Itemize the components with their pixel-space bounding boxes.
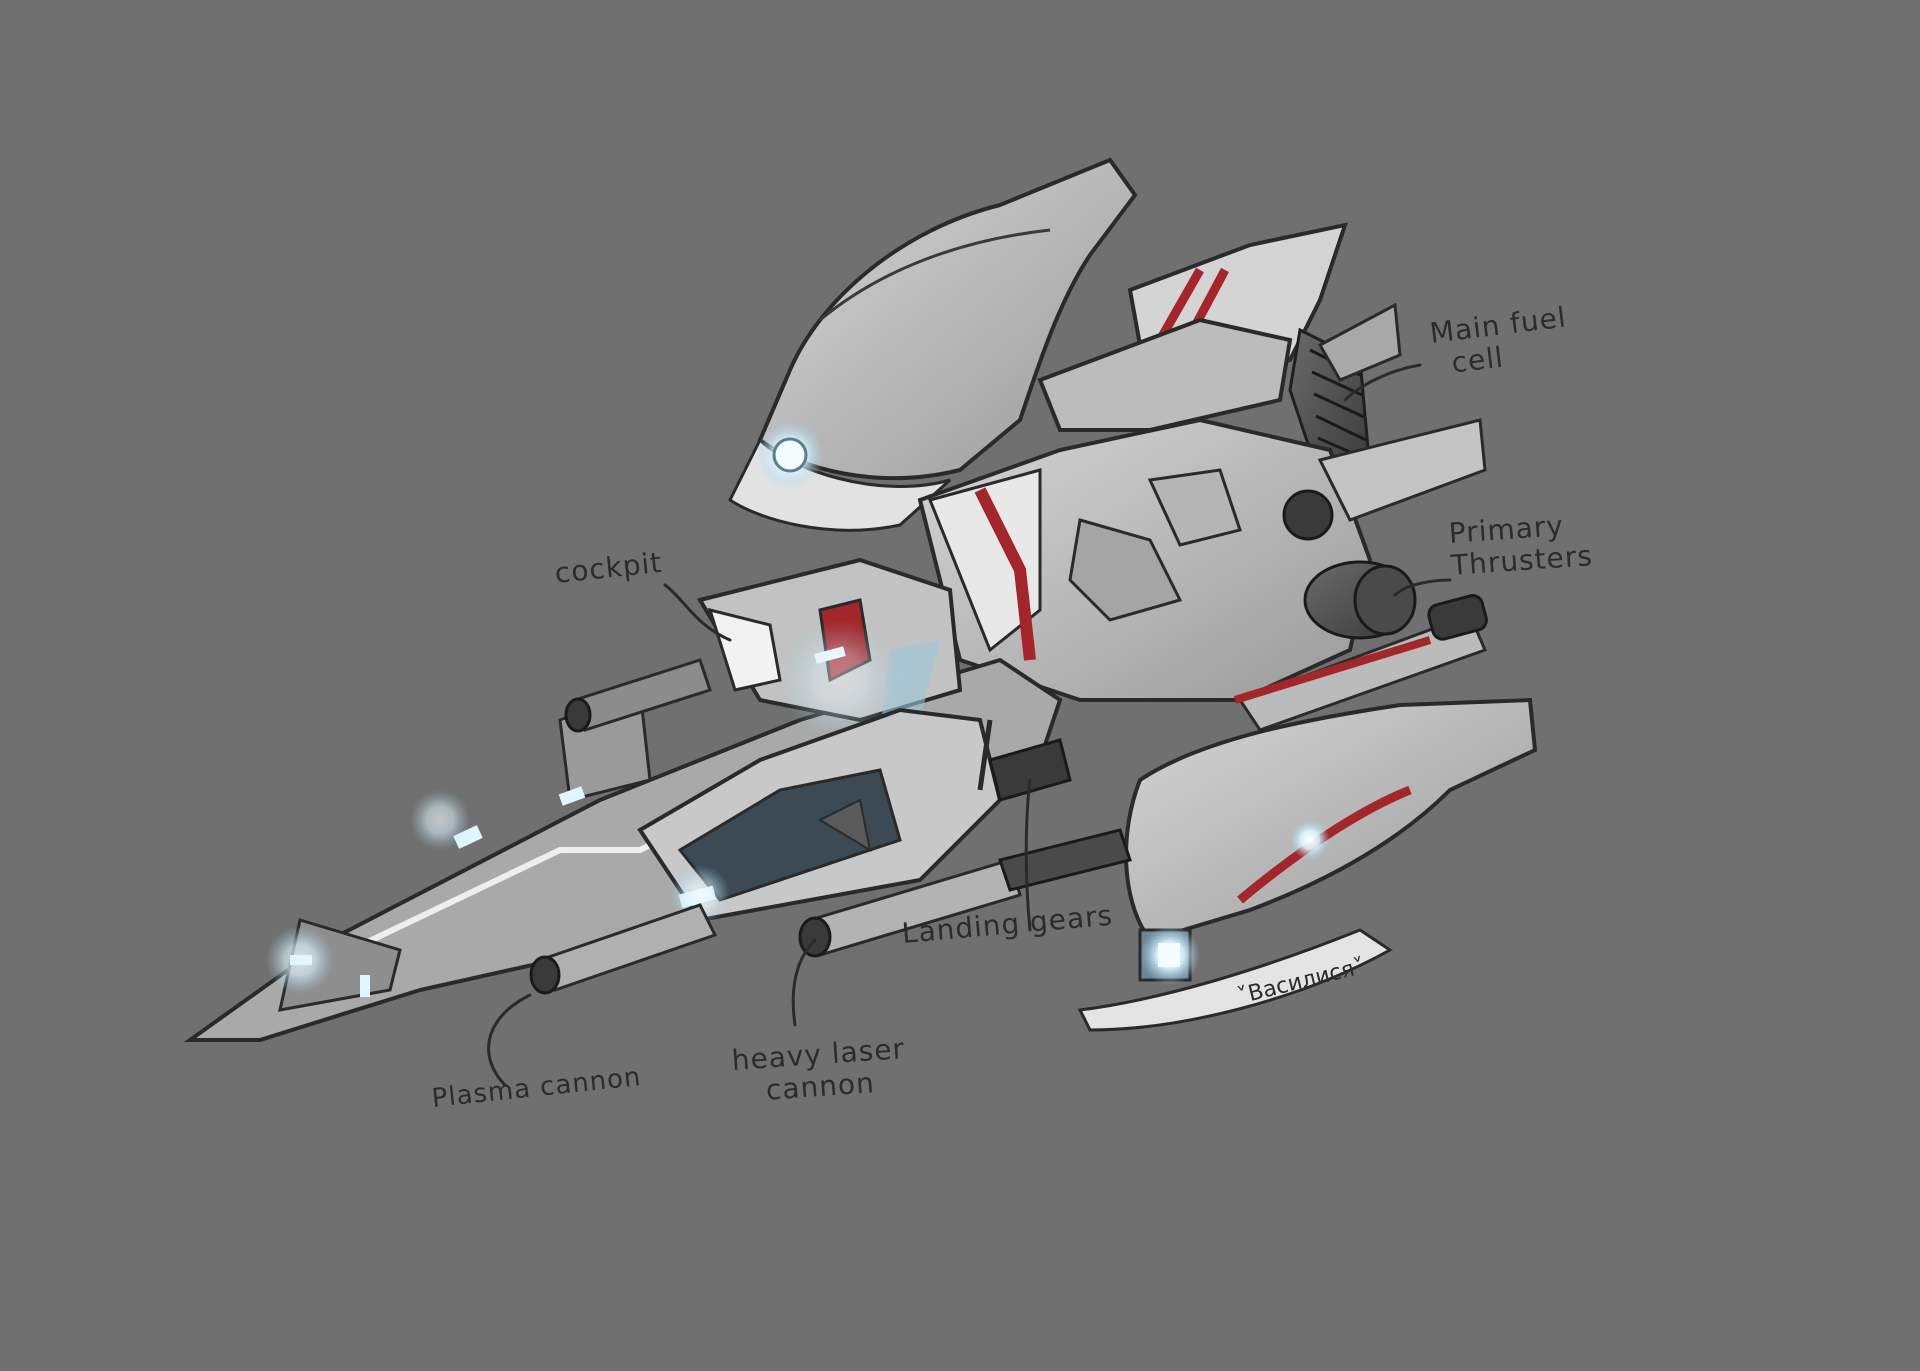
callout-heavy-laser-cannon (791, 938, 817, 1027)
callout-cockpit (663, 583, 732, 642)
primary-thrusters (1233, 418, 1488, 732)
cockpit-section (696, 557, 963, 740)
callout-landing-gears (1024, 778, 1032, 932)
callout-primary-thrusters (1393, 578, 1452, 597)
landing-gear (977, 719, 1072, 802)
upper-gun-barrel (564, 658, 712, 733)
callout-main-fuel-cell (1343, 363, 1422, 402)
label-heavy-laser-cannon: heavy laser cannon (731, 1032, 909, 1109)
label-primary-thrusters: Primary Thrusters (1448, 508, 1594, 582)
fuel-cell (1288, 302, 1402, 482)
upper-wing (728, 157, 1138, 532)
callout-plasma-cannon (487, 993, 532, 1087)
callout-lines (487, 363, 1452, 1087)
plasma-cannon-barrel (529, 903, 718, 995)
central-body (917, 417, 1373, 702)
lower-wing (1077, 697, 1538, 1032)
upper-armor-plate (1037, 222, 1348, 432)
